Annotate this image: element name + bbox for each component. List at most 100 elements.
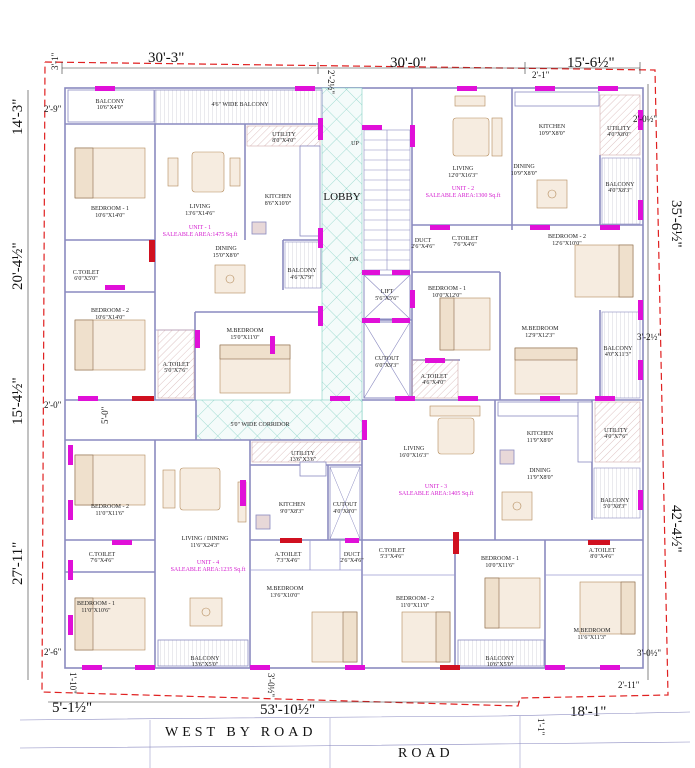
dim-top-right: 15'-6½" — [567, 55, 615, 71]
dim-small-3-1: 3'-1" — [50, 52, 60, 70]
dim-right-2: 42'-4½" — [668, 505, 684, 553]
kitchen-counters — [251, 91, 600, 530]
dim-bottom-step: 1'-1" — [536, 718, 546, 736]
furniture-living — [162, 95, 503, 523]
cutout-shaft — [363, 321, 411, 399]
dim-left-2: 20'-4½" — [10, 242, 26, 290]
road-label: ROAD — [398, 746, 454, 761]
dim-bottom-mid: 53'-10½" — [260, 702, 315, 718]
dim-top-left: 30'-3" — [148, 50, 184, 66]
top-dimension-lines — [27, 62, 649, 703]
dim-left-4: 27'-11" — [10, 542, 26, 585]
tiled-utility-areas — [157, 94, 641, 463]
dim-small-3-0: 3'-0½" — [266, 673, 276, 697]
dim-small-2-0-left: 2'-0" — [44, 400, 62, 410]
dimension-labels: 30'-3" 30'-0" 15'-6½" 14'-3" 20'-4½" 15'… — [10, 50, 684, 736]
dim-bottom-right: 18'-1" — [570, 704, 606, 720]
label-corridor: 5'0" WIDE CORRIDOR — [230, 422, 289, 428]
furniture-beds — [74, 147, 636, 663]
lift-shaft — [363, 274, 411, 320]
site-boundary — [41, 61, 669, 707]
dim-bottom-left: 5'-1½" — [52, 700, 92, 716]
dim-small-2-0-right: 2'-0½" — [633, 114, 657, 124]
dim-small-2-1: 2'-1" — [532, 70, 550, 80]
label-up: UP — [351, 141, 359, 147]
dim-small-2-9: 2'-9" — [44, 104, 62, 114]
doors — [68, 86, 643, 670]
staircase — [363, 129, 411, 271]
dim-small-2-6: 2'-6" — [44, 647, 62, 657]
label-dn: DN — [350, 257, 359, 263]
dim-top-mid: 30'-0" — [390, 55, 426, 71]
balconies — [67, 89, 641, 667]
furniture-dining — [189, 179, 568, 627]
label-wide-balcony: 4'6" WIDE BALCONY — [211, 102, 269, 108]
dim-small-3-2: 3'-2½" — [637, 332, 661, 342]
dim-small-1-10: 1'-10" — [68, 672, 78, 694]
dim-left-3: 15'-4½" — [10, 377, 26, 425]
dim-small-3-0-right: 3'-0½" — [637, 648, 661, 658]
dim-small-5-0: 5'-0" — [100, 406, 110, 424]
road-area: WEST BY ROAD ROAD — [19, 711, 691, 768]
dim-small-2-11: 2'-11" — [618, 680, 640, 690]
dim-left-1: 14'-3" — [10, 99, 26, 135]
label-lobby: LOBBY — [323, 191, 360, 203]
road-label-west: WEST BY ROAD — [165, 725, 316, 740]
dim-right-1: 35'-6½" — [668, 200, 684, 248]
dim-small-2-2: 2'-2½" — [326, 70, 336, 94]
